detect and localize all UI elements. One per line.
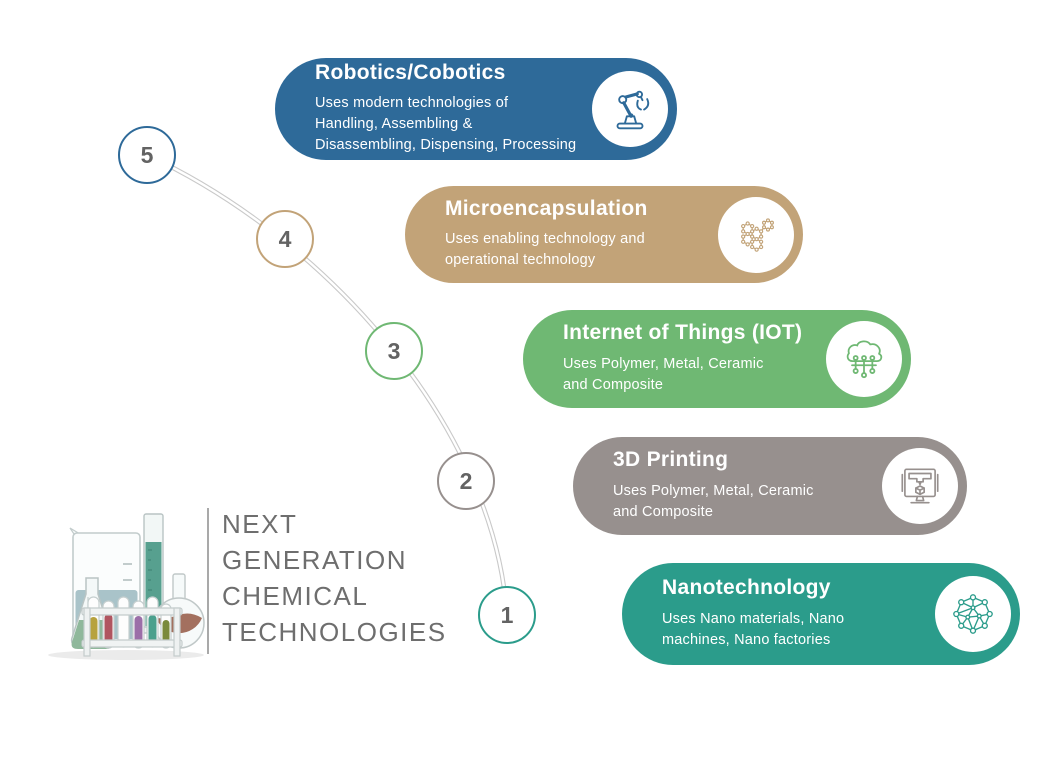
tech-pill-robotics: Robotics/Cobotics Uses modern technologi… — [275, 58, 677, 160]
page-title: NEXT GENERATION CHEMICAL TECHNOLOGIES — [222, 509, 447, 647]
iot-cloud-icon — [826, 321, 902, 397]
step-number: 2 — [459, 467, 473, 494]
step-circle-3: 3 — [365, 322, 423, 380]
step-number: 1 — [500, 601, 514, 628]
robotic-arm-icon — [592, 71, 668, 147]
pill-title: 3D Printing — [613, 448, 729, 472]
lab-glassware-image — [48, 513, 205, 660]
pill-description: Uses Polymer, Metal, Ceramic and Composi… — [613, 482, 814, 520]
pill-title: Microencapsulation — [445, 196, 648, 220]
pill-description: Uses Nano materials, Nano machines, Nano… — [662, 610, 845, 648]
step-circle-4: 4 — [256, 210, 314, 268]
pill-description: Uses enabling technology and operational… — [445, 231, 645, 269]
pill-title: Internet of Things (IOT) — [563, 321, 803, 345]
step-number: 5 — [140, 141, 154, 168]
pill-description: Uses Polymer, Metal, Ceramic and Composi… — [563, 355, 764, 393]
title-divider — [207, 508, 209, 654]
tech-pill-iot: Internet of Things (IOT) Uses Polymer, M… — [523, 310, 911, 408]
3d-printer-icon — [882, 448, 958, 524]
step-circle-1: 1 — [478, 586, 536, 644]
tech-pill-nanotechnology: Nanotechnology Uses Nano materials, Nano… — [622, 563, 1020, 665]
pill-title: Robotics/Cobotics — [315, 60, 506, 84]
pill-description: Uses modern technologies of Handling, As… — [315, 95, 577, 154]
step-number: 4 — [278, 225, 292, 252]
pill-title: Nanotechnology — [662, 576, 831, 600]
nano-network-icon — [935, 576, 1011, 652]
molecule-cluster-icon — [718, 196, 794, 273]
tech-pill-3d-printing: 3D Printing Uses Polymer, Metal, Ceramic… — [573, 437, 967, 535]
step-number: 3 — [387, 337, 401, 364]
tech-pill-microencapsulation: Microencapsulation Uses enabling technol… — [405, 186, 803, 283]
step-circle-5: 5 — [118, 126, 176, 184]
step-circle-2: 2 — [437, 452, 495, 510]
